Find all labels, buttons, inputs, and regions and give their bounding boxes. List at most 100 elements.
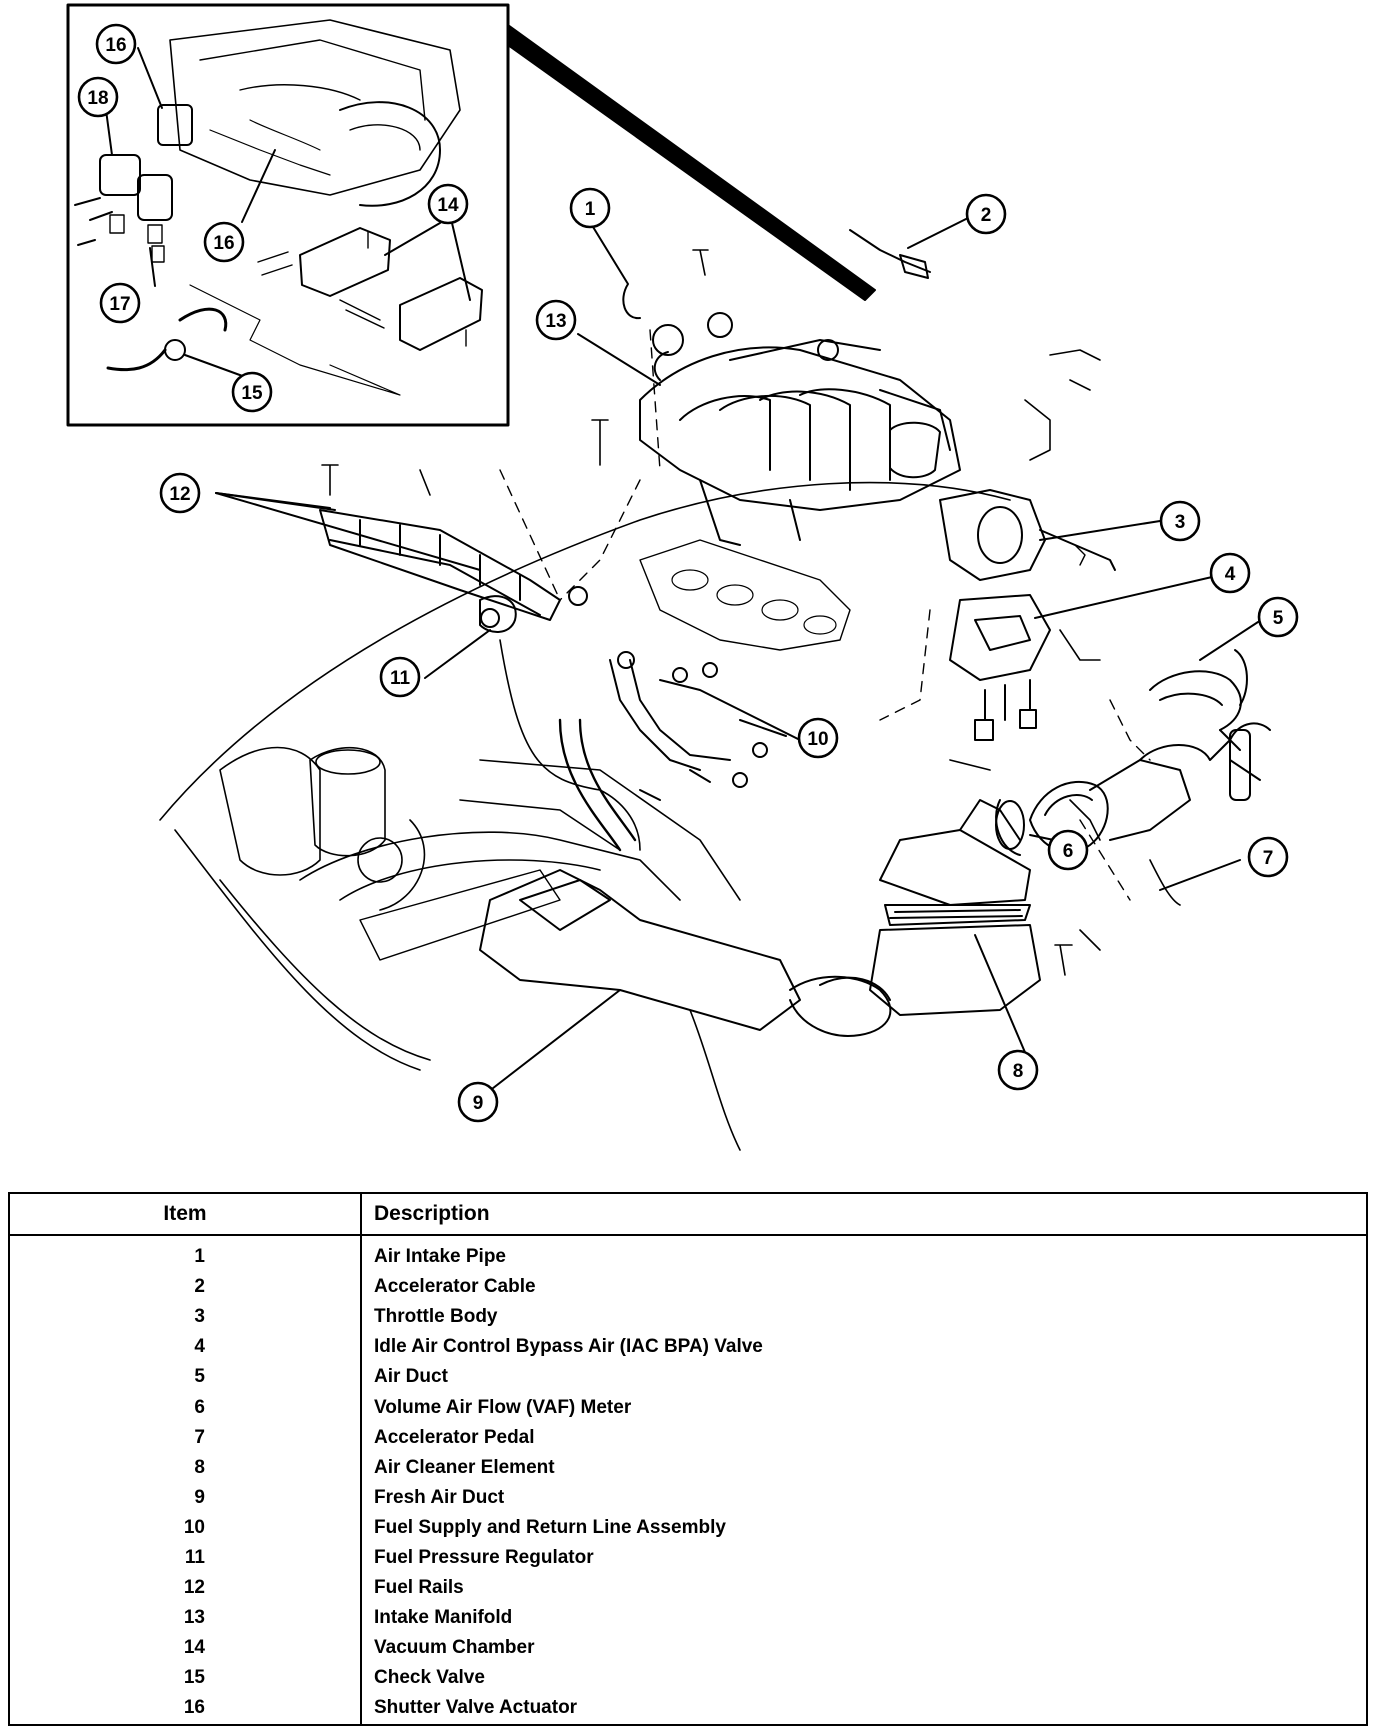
legend-item-number: 5: [9, 1362, 362, 1393]
callout-16-mid: 16: [203, 221, 245, 263]
legend-row: 3 Throttle Body: [9, 1302, 1367, 1333]
svg-text:18: 18: [87, 88, 108, 109]
legend-row: 7 Accelerator Pedal: [9, 1422, 1367, 1453]
callouts: 1 2 3 4 5 6 7 8 9 10 11 12 13 14 15 16 1…: [77, 23, 1299, 1123]
legend-item-number: 1: [9, 1235, 362, 1273]
legend-item-description: Fuel Pressure Regulator: [374, 1546, 594, 1568]
intake-gasket-shape: [639, 539, 851, 651]
fuel-lines-shape: [609, 651, 801, 801]
callout-11: 11: [379, 656, 421, 698]
svg-text:16: 16: [213, 233, 234, 254]
svg-text:15: 15: [241, 383, 263, 404]
legend-item-description: Intake Manifold: [374, 1607, 513, 1629]
legend-item-description: Fuel Rails: [374, 1577, 464, 1599]
legend-row: 13 Intake Manifold: [9, 1603, 1367, 1634]
legend-item-number: 2: [9, 1272, 362, 1303]
legend-item-number: 12: [9, 1573, 362, 1604]
legend-item-description: Fresh Air Duct: [374, 1486, 505, 1508]
accelerator-cable-shape: [849, 229, 931, 273]
svg-text:6: 6: [1063, 841, 1074, 862]
leader-lines: [215, 217, 1259, 1093]
svg-text:9: 9: [473, 1093, 484, 1114]
legend-row: 10 Fuel Supply and Return Line Assembly: [9, 1512, 1367, 1543]
air-cleaner-shape: [869, 799, 1041, 1016]
legend-row: 15 Check Valve: [9, 1663, 1367, 1694]
svg-text:8: 8: [1013, 1061, 1024, 1082]
legend-item-number: 16: [9, 1693, 362, 1725]
legend-item-description: Air Intake Pipe: [374, 1246, 506, 1268]
svg-text:3: 3: [1175, 512, 1186, 533]
callout-18: 18: [77, 76, 119, 118]
callout-7: 7: [1247, 836, 1289, 878]
legend-row: 5 Air Duct: [9, 1362, 1367, 1393]
legend-header-description: Description: [361, 1193, 1367, 1236]
air-duct-vaf-shape: [995, 649, 1271, 856]
svg-text:12: 12: [169, 484, 190, 505]
legend-row: 2 Accelerator Cable: [9, 1272, 1367, 1303]
legend-row: 11 Fuel Pressure Regulator: [9, 1542, 1367, 1574]
legend-row: 14 Vacuum Chamber: [9, 1633, 1367, 1664]
accelerator-cable-end-shape: [899, 254, 929, 279]
legend-item-description: Accelerator Cable: [374, 1276, 536, 1298]
callout-4: 4: [1209, 552, 1251, 594]
callout-2: 2: [965, 193, 1007, 235]
callout-14: 14: [427, 183, 469, 225]
legend-row: 1 Air Intake Pipe: [9, 1235, 1367, 1273]
intake-manifold-shape: [639, 312, 961, 546]
legend-item-number: 3: [9, 1302, 362, 1333]
legend-item-number: 9: [9, 1482, 362, 1513]
engine-bay-outline: [159, 481, 1011, 1151]
legend-item-number: 6: [9, 1392, 362, 1423]
svg-text:13: 13: [545, 311, 566, 332]
fresh-air-duct-shape: [479, 869, 892, 1037]
legend-item-description: Idle Air Control Bypass Air (IAC BPA) Va…: [374, 1336, 763, 1358]
reference-lines: [499, 329, 1151, 901]
svg-text:16: 16: [105, 35, 126, 56]
callout-6: 6: [1047, 829, 1089, 871]
fuel-rail-shape: [319, 509, 588, 633]
legend-row: 12 Fuel Rails: [9, 1573, 1367, 1604]
svg-text:14: 14: [437, 195, 459, 216]
callout-15: 15: [231, 371, 273, 413]
callout-12: 12: [159, 472, 201, 514]
legend-item-description: Air Duct: [374, 1366, 448, 1388]
legend-row: 6 Volume Air Flow (VAF) Meter: [9, 1392, 1367, 1423]
gasket-ports: [671, 569, 837, 635]
legend-item-description: Volume Air Flow (VAF) Meter: [374, 1396, 632, 1418]
legend-item-number: 7: [9, 1422, 362, 1453]
callout-9: 9: [457, 1081, 499, 1123]
legend-item-number: 14: [9, 1633, 362, 1664]
legend-item-description: Fuel Supply and Return Line Assembly: [374, 1516, 726, 1538]
svg-text:4: 4: [1225, 564, 1236, 585]
svg-text:7: 7: [1263, 848, 1274, 869]
callout-13: 13: [535, 299, 577, 341]
legend-item-number: 11: [9, 1542, 362, 1574]
callout-5: 5: [1257, 596, 1299, 638]
legend-row: 16 Shutter Valve Actuator: [9, 1693, 1367, 1725]
svg-text:1: 1: [585, 199, 596, 220]
callout-10: 10: [797, 717, 839, 759]
svg-text:5: 5: [1273, 608, 1284, 629]
engine-intake-exploded-diagram: 1 2 3 4 5 6 7 8 9 10 11 12 13 14 15 16 1…: [66, 3, 1299, 1151]
legend-item-description: Accelerator Pedal: [374, 1426, 535, 1448]
legend-item-description: Throttle Body: [374, 1306, 498, 1328]
legend-item-description: Check Valve: [374, 1667, 485, 1689]
legend-item-number: 10: [9, 1512, 362, 1543]
callout-16-top: 16: [95, 23, 137, 65]
throttle-body-shape: [939, 489, 1116, 741]
legend-item-number: 15: [9, 1663, 362, 1694]
svg-text:2: 2: [981, 205, 992, 226]
callout-1: 1: [569, 187, 611, 229]
legend-header-item: Item: [9, 1193, 362, 1236]
callout-8: 8: [997, 1049, 1039, 1091]
legend-item-number: 8: [9, 1452, 362, 1483]
legend-item-description: Shutter Valve Actuator: [374, 1697, 578, 1719]
legend-item-description: Vacuum Chamber: [374, 1637, 535, 1659]
fasteners: [321, 249, 1181, 976]
svg-text:10: 10: [807, 729, 828, 750]
callout-17: 17: [99, 282, 141, 324]
legend-item-number: 13: [9, 1603, 362, 1634]
